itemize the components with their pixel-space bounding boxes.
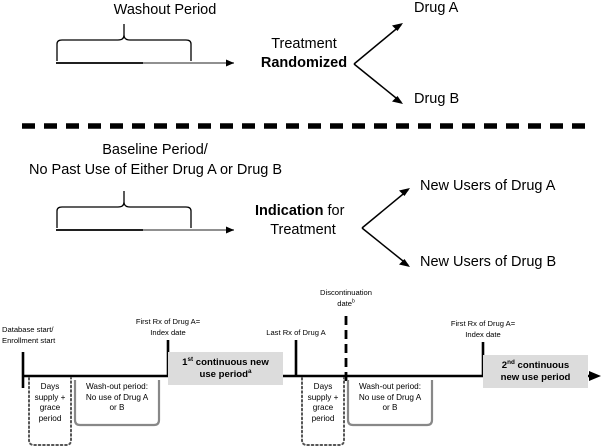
second-continuous-new-use-period-box: 2nd continuous new use period [483,355,588,388]
label-first-rx-1-line2: Index date [150,328,186,337]
branch-arrows-top [353,24,402,103]
label-discontinuation-date: date [337,299,352,308]
washout-bracket-top [56,24,192,61]
wo-r-2: No use of Drug A [358,392,422,402]
footnote-marker-b: b [352,298,355,305]
days-supply-grace-right-outline [301,377,345,446]
indication-node-strong: Indication [255,203,324,219]
label-discontinuation-line1: Discontinuation [320,288,372,297]
branch-arrows-middle [361,189,409,266]
treatment-node-line1: Treatment [271,36,337,52]
dsg-l-1: Days [40,382,60,391]
period-1-ordinal-suffix: st [187,355,194,363]
footnote-marker-a: a [247,367,252,375]
branch-drug-a-top: Drug A [414,0,459,16]
washout-box-right-outline [346,380,434,427]
dsg-r-3: grace [312,403,334,413]
wo-r-3: or B [382,403,398,413]
washout-box-left-outline [73,380,161,427]
dsg-r-2: supply + [307,392,339,402]
dsg-r-1: Days [313,382,333,391]
branch-arrowhead-b-top [392,96,403,104]
days-supply-grace-left-outline [28,377,72,446]
days-supply-grace-left-text: Days supply + grace period [28,382,72,425]
washout-box-left-text: Wash-out period: No use of Drug A or B [76,382,158,414]
label-first-rx-2-line1: First Rx of Drug A= [450,319,516,328]
indication-node-line1: Indication for [255,203,344,219]
branch-arrowhead-a-middle [399,188,410,196]
branch-arrowhead-b-middle [399,259,410,267]
wo-l-3: or B [109,403,125,413]
wo-l-2: No use of Drug A [85,392,149,402]
indication-node-line2: Treatment [270,222,336,238]
branch-new-users-drug-a: New Users of Drug A [420,178,556,194]
baseline-bracket-middle [56,191,192,228]
period-2-line1: continuous [514,359,570,371]
washout-box-right-text: Wash-out period: No use of Drug A or B [349,382,431,414]
branch-new-users-drug-b: New Users of Drug B [420,254,557,270]
baseline-timeline-arrow-middle [56,226,234,234]
baseline-period-label-line1: Baseline Period/ [102,142,208,158]
washout-period-label: Washout Period [113,2,217,18]
label-last-rx: Last Rx of Drug A [266,328,326,337]
indication-node-rest: for [323,203,345,219]
label-database-start-line1: Database start/ [2,325,54,334]
period-2-ordinal: 2 [501,359,508,371]
washout-timeline-arrow-top [56,59,234,67]
period-1-line1: continuous new [193,356,269,368]
period-2-line2: new use period [500,371,571,383]
branch-drug-b-top: Drug B [414,91,460,107]
label-first-rx-1-line1: First Rx of Drug A= [135,317,201,326]
baseline-period-label-line2: No Past Use of Either Drug A or Drug B [28,162,283,178]
days-supply-grace-right-text: Days supply + grace period [301,382,345,425]
wo-r-1: Wash-out period: [358,382,422,391]
dsg-l-3: grace [39,403,61,413]
dsg-l-2: supply + [34,392,66,402]
treatment-node-line2: Randomized [260,55,348,71]
period-2-ordinal-suffix: nd [507,358,515,366]
dsg-r-4: period [311,413,335,423]
wo-l-1: Wash-out period: [85,382,149,391]
first-continuous-new-use-period-box: 1st continuous new use perioda [168,352,283,385]
period-1-line2: use period [199,368,248,380]
period-1-ordinal: 1 [182,356,188,368]
branch-arrowhead-a-top [392,23,403,31]
label-first-rx-2-line2: Index date [465,330,501,339]
label-discontinuation-line2: dateb [301,298,391,309]
dsg-l-4: period [38,413,62,423]
label-database-start-line2: Enrollment start [2,336,56,345]
